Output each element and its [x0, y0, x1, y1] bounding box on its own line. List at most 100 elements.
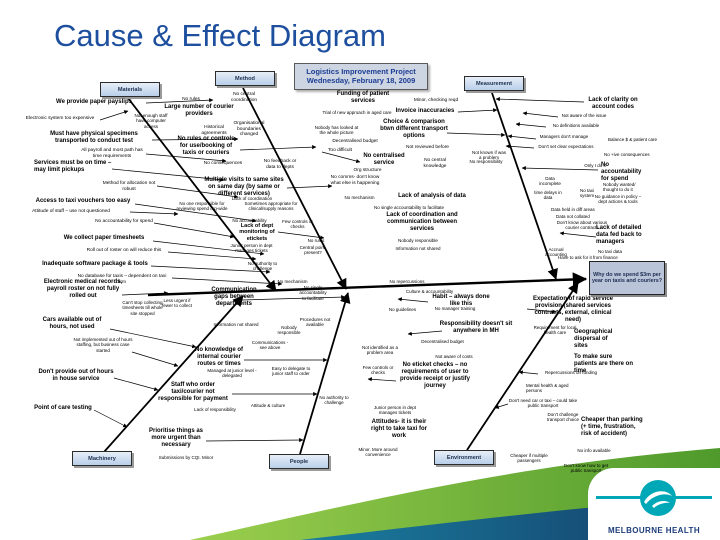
cause-label: Electronic system too expensive — [25, 116, 95, 121]
cause-label: Choice & comparison btwn different trans… — [380, 119, 448, 140]
category-box-environment: Environment — [434, 450, 494, 465]
category-box-machinery: Machinery — [72, 451, 132, 466]
cause-label: Accrual accounting — [545, 247, 567, 258]
cause-label: Mental health & aged persons — [526, 383, 569, 394]
cause-label: Cars available out of hours, not used — [42, 317, 102, 331]
cause-label: Don't need car or taxi – could take publ… — [508, 398, 578, 409]
cause-label: Attitude & culture — [250, 403, 286, 408]
cause-label: Organisational boundaries changed — [233, 121, 265, 138]
cause-label: No knowledge of internal courier routes … — [195, 347, 243, 368]
cause-label: Geographical dispersal of sites — [574, 329, 613, 350]
cause-label: No accountability for spend — [95, 219, 153, 224]
cause-label: Don't challenge transport choice — [546, 412, 580, 423]
melbourne-health-icon — [640, 480, 676, 516]
category-box-measurement: Measurement — [464, 76, 524, 91]
cause-label: Only I do it — [584, 163, 606, 168]
cause-label: Junior person in dept manages tickets — [373, 405, 417, 416]
cause-label: Not known if was a problem — [471, 150, 506, 161]
cause-label: Nobody responsible — [398, 238, 438, 243]
cause-label: Procedures not available — [299, 317, 331, 328]
cause-label: Not implemented out of hours staffing, b… — [73, 337, 133, 353]
cause-label: Balance $ & patient care — [608, 137, 658, 142]
cause-label: No single accountability to facilitate — [299, 285, 327, 301]
cause-label: Decentralised budget — [332, 139, 378, 144]
cause-label: No database for taxis – dependent on tax… — [77, 274, 167, 285]
cause-label: Habit – always done like this — [432, 294, 490, 308]
category-box-people: People — [269, 454, 329, 469]
spine-line — [147, 272, 588, 297]
cause-label: Lack of analysis of data — [398, 193, 466, 199]
cause-label: Org structure — [353, 168, 382, 173]
cause-label: Cheaper than parking (+ time, frustratio… — [581, 417, 643, 438]
cause-label: Trial of new approach in aged care — [322, 110, 392, 115]
cause-label: Not identified as a problem area — [361, 345, 399, 356]
cause-label: Not enough staff have computer access — [134, 113, 168, 129]
cause-label: No guidance in policy – dept actions & t… — [594, 194, 642, 205]
cause-label: Central point, present? — [299, 245, 327, 256]
cause-label: Must have physical specimens transported… — [50, 131, 138, 145]
cause-label: Cheaper if multiple passengers — [510, 453, 548, 464]
cause-label: No guidelines — [388, 307, 417, 312]
cause-label: Expectation of rapid service provision (… — [532, 296, 614, 324]
org-name: MELBOURNE HEALTH — [607, 526, 701, 535]
cause-label: Services must be on time – may limit pic… — [34, 160, 112, 174]
cause-label: Not aware of costs — [435, 354, 473, 359]
cause-label: Communications - see above — [251, 340, 289, 351]
cause-label: No authority to challenge — [319, 395, 349, 406]
cause-label: Prioritise things as more urgent than ne… — [148, 428, 203, 449]
cause-label: No one responsible for reviewing spend o… — [176, 201, 228, 212]
cause-label: Few controls or checks — [362, 365, 394, 376]
cause-label: Electronic medical records, payroll rost… — [43, 279, 123, 300]
cause-label: Managers don't manage — [539, 134, 589, 139]
cause-label: To make sure patients are there on time — [574, 354, 634, 375]
project-date: Wednesday, February 18, 2009 — [306, 76, 416, 86]
cause-label: Lack of coordination and communication b… — [386, 212, 458, 233]
cause-label: We collect paper timesheets — [63, 235, 145, 241]
cause-label: Easy to delegate to junior staff to orde… — [271, 366, 311, 377]
cause-label: Method for allocation not robust — [102, 181, 156, 192]
cause-label: Sometimes appropriate for clinical/suppl… — [244, 201, 298, 212]
cause-label: Information not shared — [213, 322, 259, 327]
cause-label: Minor, checking reqd — [413, 98, 459, 103]
cause-label: Lack of dept monitoring of etickets — [239, 223, 275, 242]
cause-label: No feedback or data to depts — [263, 159, 297, 170]
cause-label: Not aware of the issue — [561, 113, 607, 118]
cause-label: Don't know how to get public transport — [563, 463, 609, 474]
cause-label: No rules — [182, 97, 200, 102]
cause-label: Data held in diff areas — [551, 207, 595, 212]
cause-label: Information not shared — [395, 246, 441, 251]
cause-label: Too difficult — [328, 148, 352, 153]
cause-label: No consequences — [203, 161, 243, 166]
cause-label: Communication gaps between departments — [211, 287, 257, 308]
cause-label: Decentralised budget — [421, 339, 464, 344]
category-box-materials: Materials — [100, 82, 160, 97]
cause-label: Don't set clear expectations — [538, 144, 594, 149]
cause-label: No authority to challenge — [247, 261, 278, 272]
cause-label: No responsibility — [469, 159, 503, 164]
cause-label: Culture & accountability — [405, 289, 454, 294]
cause-label: Nobody has looked at the whole picture — [314, 125, 359, 136]
cause-label: time delays in data — [534, 190, 562, 201]
cause-label: Nobody responsible — [277, 325, 301, 336]
cause-label: Submissions by CQI. Minor — [158, 455, 214, 460]
cause-label: Large number of courier providers — [164, 104, 234, 118]
project-name: Logistics Improvement Project — [306, 67, 416, 76]
cause-label: No manager training — [434, 306, 476, 311]
cause-label: Point of care testing — [34, 405, 92, 411]
cause-label: No rules — [307, 238, 325, 243]
cause-label: No mechanism — [277, 279, 308, 284]
cause-label: Inadequate software package & tools — [42, 261, 148, 267]
cause-label: Multiple visits to same sites on same da… — [204, 177, 284, 198]
cause-label: Can't stop collecting timesheets till wh… — [122, 300, 163, 316]
cause-label: Less urgent if fewer to collect — [161, 298, 192, 309]
cause-label: We provide paper payslips — [56, 99, 132, 105]
cause-label: Junior person in dept manages tickets — [230, 243, 273, 254]
cause-label: No accountability for spend — [601, 162, 642, 183]
cause-label: No centralised service — [363, 153, 405, 167]
cause-label: Historical agreements — [201, 125, 227, 136]
cause-label: Requirement for local health care — [533, 325, 577, 336]
page-title: Cause & Effect Diagram — [54, 18, 386, 53]
cause-label: Have to ask for it from finance — [558, 255, 618, 260]
